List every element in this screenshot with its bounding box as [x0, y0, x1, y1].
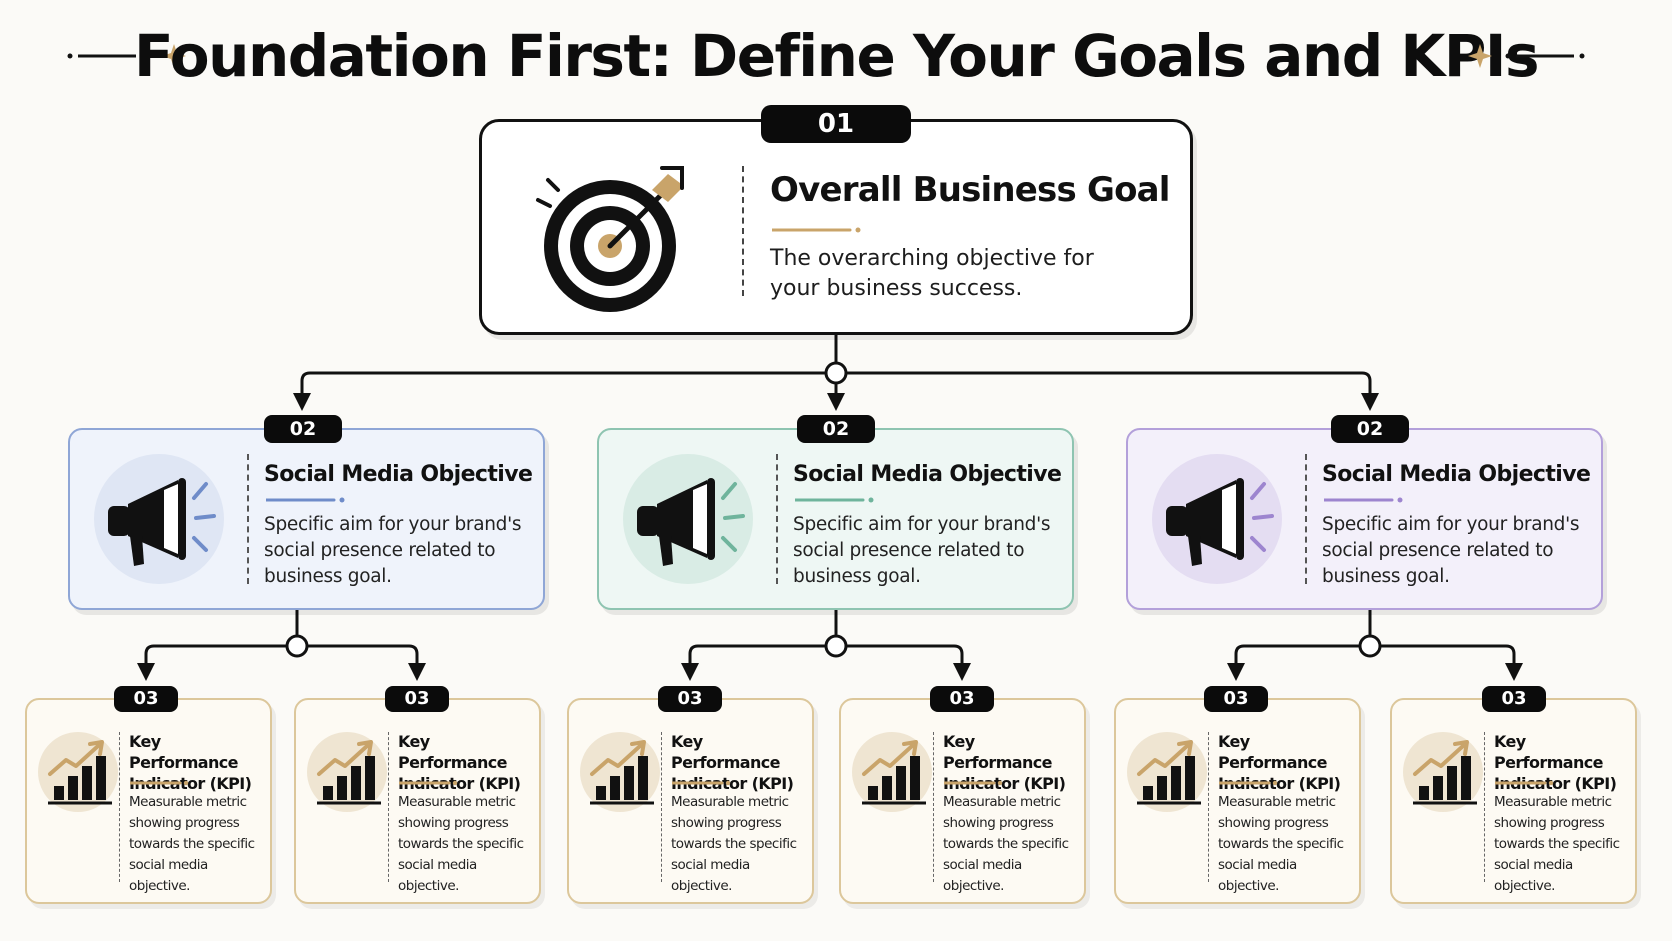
goal-title-underline [772, 227, 861, 233]
kpi-3-1-step-badge: 03 [1204, 686, 1268, 712]
objective-title-underline [266, 497, 345, 503]
objective-title: Social Media Objective [1322, 462, 1591, 487]
objective-description: Specific aim for your brand's social pre… [264, 514, 522, 587]
objective-title: Social Media Objective [264, 462, 533, 487]
page-title: Foundation First: Define Your Goals and … [134, 22, 1539, 90]
sparkle-decoration-right-icon [1468, 44, 1585, 68]
kpi-card-1-1: Key Performance Indicator (KPI) Measurab… [25, 698, 272, 904]
megaphone-icon [1152, 454, 1282, 584]
junction-node-objective-2 [824, 634, 848, 658]
bar-chart-growth-icon [852, 732, 932, 812]
kpi-divider [661, 732, 662, 882]
objective-card-3: Social Media Objective Specific aim for … [1126, 428, 1603, 610]
kpi-2-2-step-badge: 03 [930, 686, 994, 712]
kpi-title-underline [944, 780, 1003, 786]
objective-card-1: Social Media Objective Specific aim for … [68, 428, 545, 610]
bar-chart-growth-icon [1127, 732, 1207, 812]
goal-title: Overall Business Goal [770, 170, 1170, 210]
objective-title-underline [1324, 497, 1403, 503]
kpi-card-2-2: Key Performance Indicator (KPI) Measurab… [839, 698, 1086, 904]
objective-divider [1305, 454, 1307, 584]
objective-title: Social Media Objective [793, 462, 1062, 487]
objective-2-to-kpis-connector [681, 610, 971, 681]
title-row: Foundation First: Define Your Goals and … [0, 18, 1672, 94]
kpi-title: Key Performance Indicator (KPI) [671, 732, 794, 793]
objective-3-to-kpis-connector [1227, 610, 1523, 681]
kpi-1-1-step-badge: 03 [114, 686, 178, 712]
objective-3-step-badge: 02 [1331, 415, 1409, 443]
kpi-card-3-2: Key Performance Indicator (KPI) Measurab… [1390, 698, 1637, 904]
goal-to-objectives-connector [293, 335, 1379, 411]
objective-divider [776, 454, 778, 584]
target-icon [536, 166, 684, 312]
objective-card-2: Social Media Objective Specific aim for … [597, 428, 1074, 610]
goal-card: Overall Business Goal The overarching ob… [479, 119, 1193, 335]
megaphone-icon [94, 454, 224, 584]
kpi-divider [1208, 732, 1209, 882]
kpi-title-underline [1219, 780, 1278, 786]
kpi-card-1-2: Key Performance Indicator (KPI) Measurab… [294, 698, 541, 904]
junction-node-objective-1 [285, 634, 309, 658]
kpi-1-2-step-badge: 03 [385, 686, 449, 712]
kpi-title-underline [130, 780, 189, 786]
kpi-card-3-1: Key Performance Indicator (KPI) Measurab… [1114, 698, 1361, 904]
kpi-title: Key Performance Indicator (KPI) [1218, 732, 1341, 793]
goal-divider [742, 166, 744, 296]
objective-description: Specific aim for your brand's social pre… [793, 514, 1051, 587]
megaphone-icon [623, 454, 753, 584]
kpi-title: Key Performance Indicator (KPI) [129, 732, 252, 793]
kpi-2-1-step-badge: 03 [658, 686, 722, 712]
kpi-title: Key Performance Indicator (KPI) [943, 732, 1066, 793]
kpi-title: Key Performance Indicator (KPI) [1494, 732, 1617, 793]
kpi-title-underline [399, 780, 458, 786]
kpi-description: Measurable metric showing progress towar… [1218, 794, 1344, 894]
objective-divider [247, 454, 249, 584]
kpi-title-underline [672, 780, 731, 786]
sparkle-decoration-left-icon [67, 44, 186, 68]
kpi-title-underline [1495, 780, 1554, 786]
kpi-divider [388, 732, 389, 882]
bar-chart-growth-icon [307, 732, 387, 812]
objective-1-to-kpis-connector [137, 610, 426, 681]
junction-node-goal [824, 361, 848, 385]
kpi-description: Measurable metric showing progress towar… [129, 794, 255, 894]
kpi-description: Measurable metric showing progress towar… [943, 794, 1069, 894]
kpi-title: Key Performance Indicator (KPI) [398, 732, 521, 793]
bar-chart-growth-icon [580, 732, 660, 812]
kpi-card-2-1: Key Performance Indicator (KPI) Measurab… [567, 698, 814, 904]
kpi-description: Measurable metric showing progress towar… [671, 794, 797, 894]
objective-title-underline [795, 497, 874, 503]
bar-chart-growth-icon [38, 732, 118, 812]
kpi-divider [1484, 732, 1485, 882]
objective-2-step-badge: 02 [797, 415, 875, 443]
objective-1-step-badge: 02 [264, 415, 342, 443]
kpi-description: Measurable metric showing progress towar… [398, 794, 524, 894]
kpi-divider [119, 732, 120, 882]
bar-chart-growth-icon [1403, 732, 1483, 812]
kpi-divider [933, 732, 934, 882]
objective-description: Specific aim for your brand's social pre… [1322, 514, 1580, 587]
junction-node-objective-3 [1358, 634, 1382, 658]
kpi-description: Measurable metric showing progress towar… [1494, 794, 1620, 894]
kpi-3-2-step-badge: 03 [1482, 686, 1546, 712]
goal-step-badge: 01 [761, 105, 911, 143]
goal-description: The overarching objective for your busin… [770, 246, 1094, 301]
